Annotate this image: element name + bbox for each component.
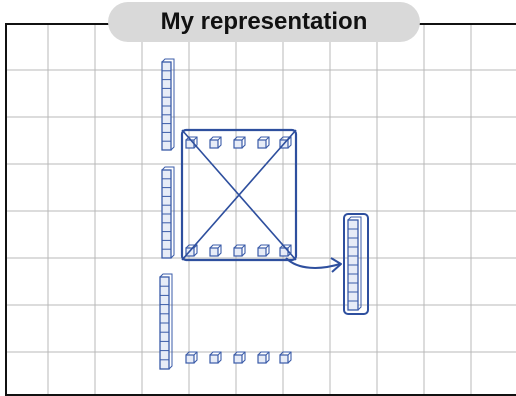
unit-cube xyxy=(258,137,269,148)
unit-cube-face xyxy=(280,355,288,363)
unit-cube xyxy=(258,352,269,363)
unit-cube-face xyxy=(210,355,218,363)
unit-cube-face xyxy=(234,248,242,256)
page-title: My representation xyxy=(161,8,368,36)
title-banner: My representation xyxy=(108,2,420,42)
outer-border xyxy=(6,24,516,395)
unit-cube-face xyxy=(210,248,218,256)
grid-lines xyxy=(6,24,516,395)
annotations xyxy=(182,130,368,314)
base-ten-blocks xyxy=(160,59,361,369)
unit-cube xyxy=(186,352,197,363)
unit-cube xyxy=(280,352,291,363)
unit-cube-face xyxy=(258,248,266,256)
unit-cube xyxy=(210,352,221,363)
unit-cube xyxy=(258,245,269,256)
unit-cube-face xyxy=(234,355,242,363)
unit-cube xyxy=(234,352,245,363)
unit-cube-face xyxy=(234,140,242,148)
tens-rod xyxy=(160,274,172,369)
unit-cube xyxy=(280,245,291,256)
unit-cube-face xyxy=(258,140,266,148)
unit-cube-face xyxy=(258,355,266,363)
tens-rod xyxy=(162,167,174,258)
tens-rod xyxy=(162,59,174,150)
tens-rod xyxy=(348,217,361,310)
unit-cube xyxy=(210,137,221,148)
unit-cube xyxy=(210,245,221,256)
unit-cube xyxy=(234,245,245,256)
unit-cube-face xyxy=(210,140,218,148)
unit-cube-face xyxy=(186,355,194,363)
unit-cube xyxy=(234,137,245,148)
